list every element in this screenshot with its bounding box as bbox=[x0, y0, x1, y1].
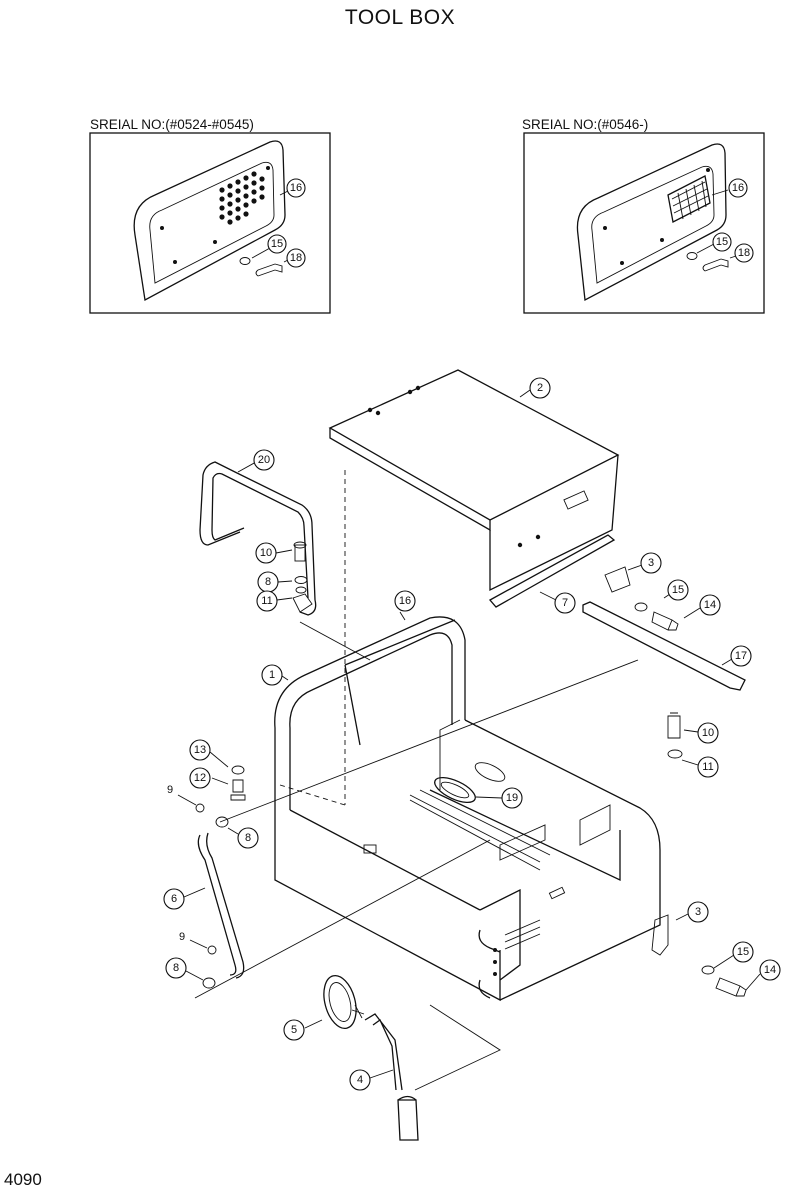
inset-left-frame bbox=[89, 132, 331, 314]
callout-number: 8 bbox=[245, 832, 251, 844]
callout-number: 3 bbox=[648, 557, 654, 569]
callout-number: 8 bbox=[173, 962, 179, 974]
callout-circle bbox=[267, 234, 287, 254]
handle-20 bbox=[199, 461, 317, 616]
callout-circle bbox=[730, 645, 752, 667]
callout-number: 2 bbox=[537, 382, 543, 394]
callout-circle bbox=[667, 579, 689, 601]
callout-number: 9 bbox=[179, 931, 185, 943]
callout-circle bbox=[699, 594, 721, 616]
callout-circle bbox=[732, 941, 754, 963]
callout-circle bbox=[189, 739, 211, 761]
inset-right-frame bbox=[523, 132, 765, 314]
callout-label: 16 bbox=[290, 182, 302, 194]
callout-circle bbox=[261, 664, 283, 686]
vent-grid-dots bbox=[160, 166, 270, 264]
page-title: TOOL BOX bbox=[344, 6, 456, 29]
callout-circle bbox=[501, 787, 523, 809]
callout-number: 10 bbox=[702, 727, 714, 739]
callout-circle bbox=[256, 590, 278, 612]
rail-7 bbox=[488, 534, 616, 608]
callout-circle bbox=[237, 827, 259, 849]
callout-number: 15 bbox=[271, 238, 283, 250]
stay-4 bbox=[364, 1013, 403, 1091]
callouts-main: 1 2 3 3 4 5 6 7 8 8 8 9 9 10 10 11 11 bbox=[163, 377, 781, 1091]
callout-number: 12 bbox=[194, 772, 206, 784]
callout-number: 19 bbox=[506, 792, 518, 804]
panel-16 bbox=[344, 619, 456, 746]
callout-number: 20 bbox=[258, 454, 270, 466]
callout-circle bbox=[253, 449, 275, 471]
callout-circle bbox=[697, 756, 719, 778]
callout-number: 13 bbox=[194, 744, 206, 756]
callout-number: 7 bbox=[562, 597, 568, 609]
callout-circle bbox=[286, 178, 306, 198]
inset-right-label: SREIAL NO:(#0546-) bbox=[522, 117, 649, 132]
callout-number: 18 bbox=[738, 247, 750, 259]
callout-number: 3 bbox=[695, 906, 701, 918]
mesh-grille bbox=[667, 175, 711, 223]
callout-circle bbox=[349, 1069, 371, 1091]
callout-circle bbox=[712, 232, 732, 252]
grommet-19 bbox=[434, 762, 506, 804]
inset-right-panel bbox=[576, 143, 729, 302]
callout-number: 18 bbox=[290, 252, 302, 264]
callout-number: 9 bbox=[167, 784, 173, 796]
callout-number: 16 bbox=[732, 182, 744, 194]
page-number: 4090 bbox=[4, 1170, 42, 1189]
callout-circle bbox=[728, 178, 748, 198]
callout-circle bbox=[255, 542, 277, 564]
callout-number: 17 bbox=[735, 650, 747, 662]
callout-number: 15 bbox=[716, 236, 728, 248]
callout-circle bbox=[759, 959, 781, 981]
inset-left-panel bbox=[133, 140, 286, 302]
callouts-inset-left: 16 15 18 bbox=[251, 178, 306, 268]
callout-circle bbox=[189, 767, 211, 789]
callout-number: 8 bbox=[265, 576, 271, 588]
callout-number: 1 bbox=[269, 669, 275, 681]
callout-number: 5 bbox=[291, 1024, 297, 1036]
callout-circle bbox=[529, 377, 551, 399]
callout-number: 16 bbox=[399, 595, 411, 607]
callout-circle bbox=[554, 592, 576, 614]
callout-circle bbox=[697, 722, 719, 744]
callout-circle bbox=[163, 888, 185, 910]
callout-number: 15 bbox=[672, 584, 684, 596]
fastener-stack-left bbox=[292, 541, 313, 613]
rod-6 bbox=[197, 834, 237, 976]
callout-circle bbox=[165, 957, 187, 979]
callout-circle bbox=[394, 590, 416, 612]
callout-circle bbox=[286, 248, 306, 268]
callout-circle bbox=[734, 243, 754, 263]
callout-number: 4 bbox=[357, 1074, 363, 1086]
callout-circle bbox=[283, 1019, 305, 1041]
rail-17 bbox=[582, 601, 746, 691]
callout-number: 14 bbox=[764, 964, 776, 976]
callout-number: 10 bbox=[260, 547, 272, 559]
callout-number: 11 bbox=[702, 761, 713, 773]
main-box-body bbox=[274, 616, 661, 1002]
mirror-5 bbox=[323, 974, 365, 1030]
cover-plate bbox=[328, 369, 620, 592]
callout-number: 6 bbox=[171, 893, 177, 905]
callout-number: 15 bbox=[737, 946, 749, 958]
callouts-inset-right: 16 15 18 bbox=[696, 178, 754, 263]
callout-circle bbox=[687, 901, 709, 923]
callout-number: 14 bbox=[704, 599, 716, 611]
callout-circle bbox=[640, 552, 662, 574]
inset-left-label: SREIAL NO:(#0524-#0545) bbox=[90, 117, 254, 132]
callout-number: 11 bbox=[261, 595, 272, 607]
